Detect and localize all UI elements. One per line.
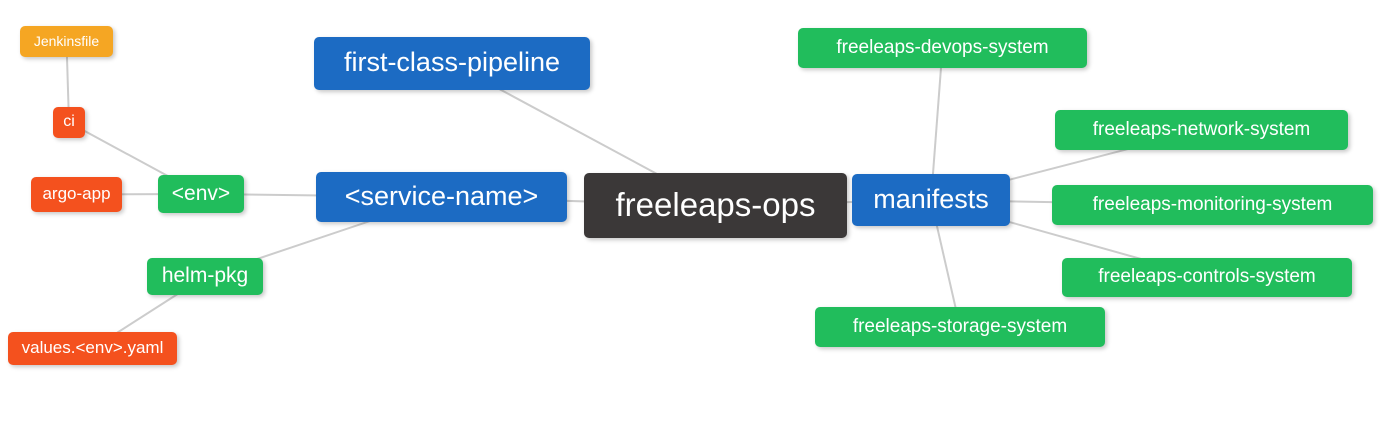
node-storage-system[interactable]: freeleaps-storage-system	[815, 307, 1105, 347]
node-label: <env>	[171, 181, 231, 205]
node-label: ci	[63, 112, 75, 130]
node-label: <service-name>	[344, 180, 539, 211]
node-first-class-pipeline[interactable]: first-class-pipeline	[314, 37, 590, 90]
node-label: freeleaps-network-system	[1092, 118, 1311, 140]
node-monitoring-system[interactable]: freeleaps-monitoring-system	[1052, 185, 1373, 225]
node-manifests[interactable]: manifests	[852, 174, 1010, 226]
node-label: values.<env>.yaml	[21, 338, 164, 357]
node-controls-system[interactable]: freeleaps-controls-system	[1062, 258, 1352, 297]
node-argo-app[interactable]: argo-app	[31, 177, 122, 212]
node-service-name[interactable]: <service-name>	[316, 172, 567, 222]
node-label: freeleaps-ops	[615, 186, 816, 223]
node-label: manifests	[873, 183, 989, 214]
node-ci[interactable]: ci	[53, 107, 85, 138]
node-network-system[interactable]: freeleaps-network-system	[1055, 110, 1348, 150]
node-devops-system[interactable]: freeleaps-devops-system	[798, 28, 1087, 68]
node-label: freeleaps-monitoring-system	[1092, 193, 1333, 215]
node-label: freeleaps-devops-system	[836, 36, 1049, 58]
node-values-env-yaml[interactable]: values.<env>.yaml	[8, 332, 177, 365]
node-env[interactable]: <env>	[158, 175, 244, 213]
node-helm-pkg[interactable]: helm-pkg	[147, 258, 263, 295]
node-label: helm-pkg	[161, 264, 249, 287]
node-jenkinsfile[interactable]: Jenkinsfile	[20, 26, 113, 57]
node-label: freeleaps-controls-system	[1098, 266, 1316, 287]
node-freeleaps-ops[interactable]: freeleaps-ops	[584, 173, 847, 238]
node-label: first-class-pipeline	[343, 47, 561, 77]
node-label: freeleaps-storage-system	[852, 315, 1068, 337]
node-label: Jenkinsfile	[33, 32, 100, 49]
node-label: argo-app	[42, 184, 111, 203]
